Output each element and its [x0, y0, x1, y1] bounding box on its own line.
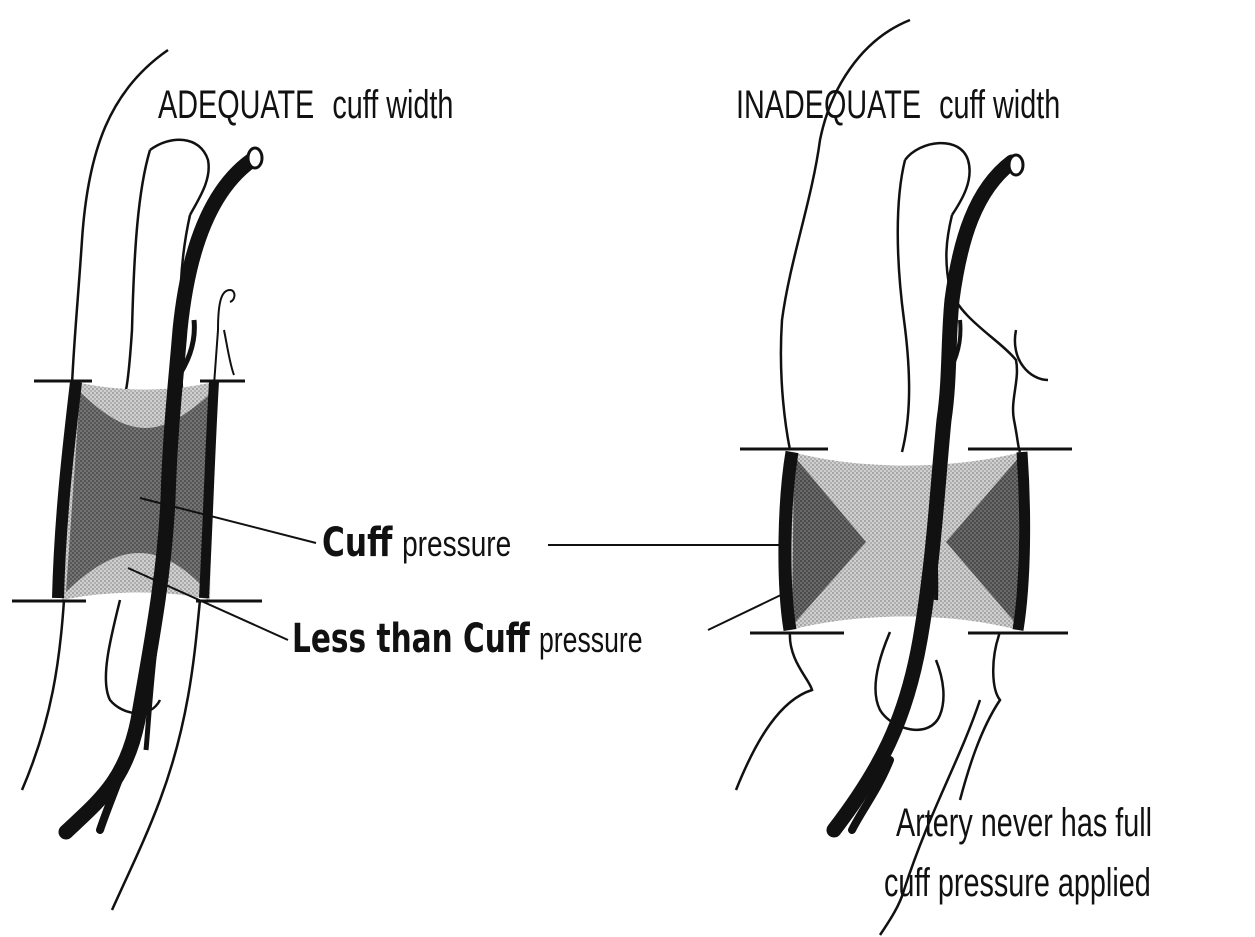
less-pressure-rest: pressure: [539, 619, 643, 660]
adequate-panel: ADEQUATE cuff width: [12, 50, 453, 910]
left-hook: [214, 290, 235, 385]
inadequate-caps: INADEQUATE: [736, 82, 921, 127]
left-artery-end: [248, 148, 262, 168]
right-arm-outline: [736, 20, 910, 790]
artery-note-line2: cuff pressure applied: [884, 860, 1151, 905]
inadequate-rest: cuff width: [939, 82, 1060, 127]
adequate-rest: cuff width: [332, 82, 453, 127]
cuff-bold: Cuff: [322, 520, 393, 566]
inadequate-title: INADEQUATE cuff width: [736, 82, 1060, 127]
inadequate-panel: INADEQUATE cuff width Artery never has f…: [736, 20, 1152, 935]
adequate-title: ADEQUATE cuff width: [158, 82, 453, 127]
less-bold: Less than Cuff: [292, 616, 530, 663]
right-cuff-edge-left: [785, 452, 792, 630]
less-than-cuff-label: Less than Cuff pressure: [292, 616, 643, 663]
right-artery-end: [1009, 155, 1023, 175]
cuff-pressure-label: Cuff pressure: [322, 520, 511, 566]
cuff-pressure-rest: pressure: [402, 524, 511, 564]
artery-note-line1: Artery never has full: [896, 800, 1152, 845]
adequate-caps: ADEQUATE: [158, 82, 314, 127]
left-artery-branch: [100, 720, 140, 830]
